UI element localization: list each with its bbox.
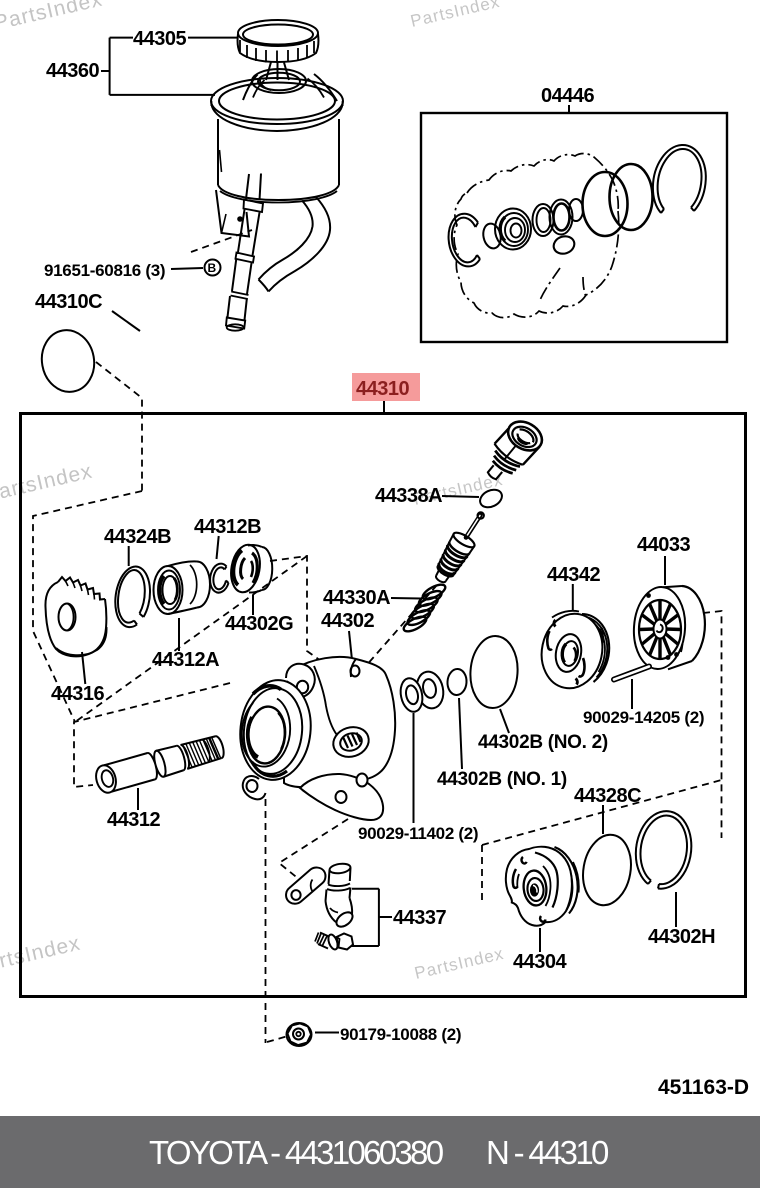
svg-text:44337: 44337 bbox=[393, 907, 446, 929]
svg-text:44324B: 44324B bbox=[104, 526, 171, 548]
svg-text:90179-10088 (2): 90179-10088 (2) bbox=[340, 1025, 461, 1044]
svg-text:91651-60816 (3): 91651-60816 (3) bbox=[44, 261, 165, 280]
svg-text:90029-11402 (2): 90029-11402 (2) bbox=[358, 824, 478, 843]
svg-text:44310: 44310 bbox=[356, 378, 409, 400]
svg-text:90029-14205 (2): 90029-14205 (2) bbox=[583, 708, 704, 727]
svg-text:44342: 44342 bbox=[547, 564, 600, 586]
svg-text:N - 44310: N - 44310 bbox=[486, 1134, 609, 1171]
svg-text:44312B: 44312B bbox=[194, 516, 261, 538]
svg-text:44316: 44316 bbox=[51, 683, 104, 705]
svg-text:04446: 04446 bbox=[541, 85, 594, 107]
svg-text:44338A: 44338A bbox=[375, 485, 442, 507]
svg-text:44328C: 44328C bbox=[574, 785, 641, 807]
svg-text:44305: 44305 bbox=[133, 28, 186, 50]
svg-text:44302B (NO. 1): 44302B (NO. 1) bbox=[437, 769, 567, 790]
svg-text:44310C: 44310C bbox=[35, 291, 102, 313]
svg-text:44304: 44304 bbox=[513, 951, 567, 973]
svg-text:44302: 44302 bbox=[321, 610, 374, 632]
svg-text:44302G: 44302G bbox=[225, 613, 293, 635]
svg-text:B: B bbox=[208, 261, 217, 275]
svg-text:44360: 44360 bbox=[46, 60, 99, 82]
svg-text:44312: 44312 bbox=[107, 809, 160, 831]
svg-text:44033: 44033 bbox=[637, 534, 690, 556]
svg-text:44330A: 44330A bbox=[323, 587, 390, 609]
svg-text:TOYOTA - 4431060380: TOYOTA - 4431060380 bbox=[149, 1134, 444, 1171]
svg-text:44302H: 44302H bbox=[648, 926, 715, 948]
svg-text:451163-D: 451163-D bbox=[658, 1076, 749, 1099]
svg-text:44302B (NO. 2): 44302B (NO. 2) bbox=[478, 732, 608, 753]
svg-text:44312A: 44312A bbox=[152, 649, 219, 671]
